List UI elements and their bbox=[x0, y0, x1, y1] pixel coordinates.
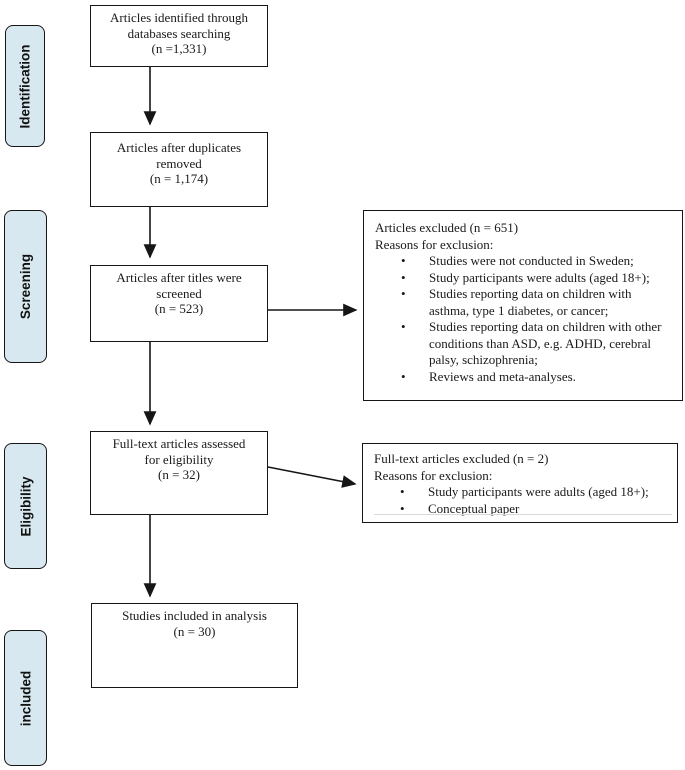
flow-box-included-studies: Studies included in analysis (n = 30) bbox=[91, 603, 298, 688]
flow-box-duplicates-removed: Articles after duplicates removed (n = 1… bbox=[90, 132, 268, 207]
flow-box-fulltext-assessed: Full-text articles assessed for eligibil… bbox=[90, 431, 268, 515]
flow-box-duplicates-line1: Articles after duplicates bbox=[116, 140, 242, 155]
flow-box-screened-line1: Articles after titles were bbox=[116, 270, 242, 285]
exclusion-screening-title: Articles excluded (n = 651) bbox=[375, 220, 519, 235]
exclusion-screening-bullet-3: • Studies reporting data on children wit… bbox=[401, 286, 632, 318]
flow-box-screened-line2: screened bbox=[156, 285, 202, 301]
exclusion-screening-subtitle: Reasons for exclusion: bbox=[375, 236, 494, 252]
exclusion-box-screening: Articles excluded (n = 651) Reasons for … bbox=[363, 210, 683, 401]
stage-label-included: included bbox=[4, 630, 47, 766]
bullet-icon: • bbox=[400, 484, 405, 499]
exclusion-screening-bullet-4: • Studies reporting data on children wit… bbox=[401, 319, 662, 367]
exclusion-screening-bullet-5: • Reviews and meta-analyses. bbox=[401, 368, 576, 384]
bullet-icon: • bbox=[401, 368, 406, 384]
exclusion-eligibility-bullet-2: • Conceptual paper bbox=[400, 500, 520, 516]
flow-box-included-line1: Studies included in analysis bbox=[122, 608, 267, 623]
flow-box-titles-screened: Articles after titles were screened (n =… bbox=[90, 265, 268, 342]
exclusion-screening-bullet-1: • Studies were not conducted in Sweden; bbox=[401, 253, 634, 268]
bullet-icon: • bbox=[401, 319, 406, 334]
bullet-icon: • bbox=[401, 286, 406, 301]
divider-line bbox=[374, 514, 672, 515]
flow-box-screened-count: (n = 523) bbox=[154, 301, 204, 317]
bullet-icon: • bbox=[400, 500, 405, 516]
stage-label-included-text: included bbox=[18, 670, 34, 726]
flow-box-included-count: (n = 30) bbox=[173, 623, 216, 639]
stage-label-eligibility-text: Eligibility bbox=[18, 475, 34, 537]
exclusion-screening-bullet-2: • Study participants were adults (aged 1… bbox=[401, 269, 650, 285]
exclusion-eligibility-subtitle: Reasons for exclusion: bbox=[374, 467, 493, 483]
stage-label-eligibility: Eligibility bbox=[4, 443, 47, 569]
flow-box-fulltext-line1: Full-text articles assessed bbox=[112, 436, 246, 451]
exclusion-box-eligibility: Full-text articles excluded (n = 2) Reas… bbox=[362, 443, 678, 523]
flow-box-fulltext-line2: for eligibility bbox=[144, 451, 214, 467]
flow-box-identified-line1: Articles identified through bbox=[110, 10, 248, 25]
exclusion-eligibility-title: Full-text articles excluded (n = 2) bbox=[374, 451, 549, 466]
flow-box-duplicates-line2: removed bbox=[156, 155, 202, 171]
exclusion-eligibility-bullet-1: • Study participants were adults (aged 1… bbox=[400, 484, 649, 499]
stage-label-identification-text: Identification bbox=[17, 44, 33, 128]
flow-box-fulltext-count: (n = 32) bbox=[158, 467, 200, 483]
arrow-fulltext-to-excluded bbox=[267, 466, 357, 488]
stage-label-identification: Identification bbox=[5, 25, 45, 147]
stage-label-screening: Screening bbox=[4, 210, 47, 363]
bullet-icon: • bbox=[401, 269, 406, 285]
flow-box-identified-count: (n =1,331) bbox=[151, 41, 207, 57]
flow-box-identified-line2: databases searching bbox=[127, 25, 231, 41]
stage-label-screening-text: Screening bbox=[18, 253, 33, 320]
bullet-icon: • bbox=[401, 253, 406, 268]
flow-box-identified: Articles identified through databases se… bbox=[90, 5, 268, 67]
flow-box-duplicates-count: (n = 1,174) bbox=[149, 171, 209, 187]
